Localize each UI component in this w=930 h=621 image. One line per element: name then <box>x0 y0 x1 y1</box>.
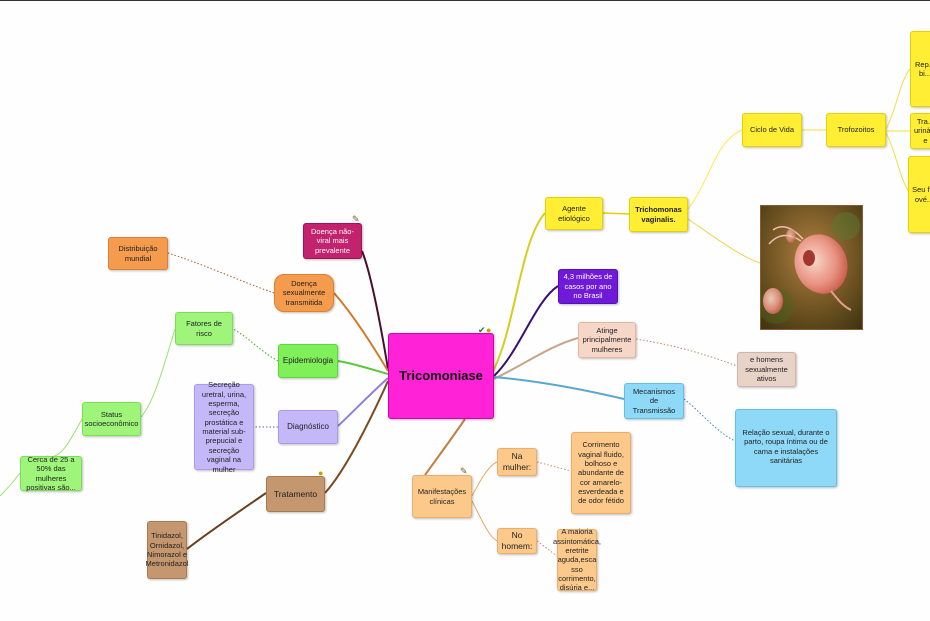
edge-trofo-seu <box>885 132 911 194</box>
edge-mecanismos-relacao <box>683 398 736 442</box>
node-distribuicao-mundial[interactable]: Distribuição mundial <box>108 237 168 270</box>
node-na-mulher[interactable]: Na mulher: <box>497 448 537 476</box>
node-tratamento[interactable]: Tratamento <box>266 476 325 512</box>
node-trofozoitos[interactable]: Trofozoitos <box>826 113 886 147</box>
node-no-homem[interactable]: No homem: <box>497 528 537 554</box>
node-atinge-mulheres[interactable]: Atinge principalmente mulheres <box>578 322 636 358</box>
edge-trichomonas-ciclo <box>687 129 743 210</box>
node-assintomatica-label: A maioria assintomática, eretrite aguda,… <box>553 527 601 593</box>
edge-fatores-status <box>140 328 176 418</box>
edge-sexual-distribuicao <box>167 252 275 294</box>
node-status-label: Status socioeconômico <box>84 409 139 428</box>
node-distribuicao-label: Distribuição mundial <box>118 244 158 263</box>
edge-agente-trichomonas <box>602 212 630 215</box>
edge-trofo-rep <box>885 68 911 130</box>
node-casos-label: 4,3 milhões de casos por ano no Brasil <box>563 272 613 301</box>
edge-manif-mulher <box>471 461 498 497</box>
central-topic[interactable]: Tricomoniase <box>388 333 494 419</box>
node-agente-etiologico-label: Agente etiológico <box>558 204 590 223</box>
node-homens-ativos[interactable]: e homens sexualmente ativos <box>737 352 796 387</box>
node-medicamentos-label: Tinidazol, Ornidazol, Nimorazol e Metron… <box>145 531 189 569</box>
edge-central-naoviral <box>361 250 389 370</box>
edge-trichomonas-image <box>687 218 761 264</box>
node-relacao-sexual[interactable]: Relação sexual, durante o parto, roupa í… <box>735 409 837 487</box>
node-cerca-mulheres[interactable]: Cerca de 25 a 50% das mulheres positivas… <box>20 454 82 492</box>
node-ciclo-label: Ciclo de Vida <box>749 125 795 135</box>
pencil-icon: ✎ <box>352 214 360 224</box>
node-seu-label: Seu f... ové... <box>912 185 930 204</box>
edge-central-casos <box>493 285 559 377</box>
edge-central-diag <box>337 377 389 427</box>
node-status-socioeconomico[interactable]: Status socioeconômico <box>82 402 141 436</box>
node-cerca-label: Cerca de 25 a 50% das mulheres positivas… <box>26 454 76 492</box>
node-diagnostico[interactable]: Diagnóstico <box>278 410 338 444</box>
trichomonas-microscopy-image <box>760 205 863 330</box>
edge-epi-fatores <box>232 328 279 362</box>
node-doenca-nao-viral[interactable]: Doença não-viral mais prevalente <box>303 223 362 259</box>
node-tra[interactable]: Tra... urinà... e <box>910 113 930 149</box>
edge-central-atinge <box>493 337 579 380</box>
lightbulb-icon: ● <box>486 325 492 335</box>
node-agente-etiologico[interactable]: Agente etiológico <box>545 197 603 230</box>
node-doenca-nao-viral-label: Doença não-viral mais prevalente <box>311 226 354 255</box>
node-fatores-label: Fatores de risco <box>186 319 222 338</box>
node-homens-label: e homens sexualmente ativos <box>745 355 788 384</box>
node-na-mulher-label: Na mulher: <box>502 451 532 472</box>
node-trofozoitos-label: Trofozoitos <box>837 125 875 135</box>
node-rep[interactable]: Rep... bi... <box>910 31 930 107</box>
edge-central-trat <box>324 380 389 494</box>
node-mecanismos-label: Mecanismos de Transmissão <box>632 386 676 415</box>
node-secrecao[interactable]: Secreção uretral, urina, esperma, secreç… <box>194 380 254 474</box>
node-fatores-risco[interactable]: Fatores de risco <box>175 312 233 345</box>
edge-atinge-homens <box>635 338 738 367</box>
node-manifestacoes-clinicas[interactable]: Manifestações clínicas <box>412 475 472 518</box>
node-secrecao-label: Secreção uretral, urina, esperma, secreç… <box>201 380 247 474</box>
edge-mulher-corrimento <box>536 461 572 472</box>
node-corrimento[interactable]: Corrimento vaginal fluido, bolhoso e abu… <box>571 432 631 514</box>
edge-central-epi <box>337 360 389 375</box>
node-seu[interactable]: Seu f... ové... <box>908 156 930 233</box>
node-mecanismos-transmissao[interactable]: Mecanismos de Transmissão <box>624 383 684 419</box>
node-rep-label: Rep... bi... <box>914 59 930 78</box>
check-icon: ✔ <box>478 325 486 335</box>
node-tra-label: Tra... urinà... e <box>914 116 930 145</box>
node-doenca-sexual-label: Doença sexualmente transmitida <box>282 278 326 307</box>
node-trichomonas-vaginalis[interactable]: Trichomonas vaginalis. <box>629 197 688 232</box>
node-relacao-label: Relação sexual, durante o parto, roupa í… <box>742 428 830 466</box>
lightbulb-icon: ● <box>318 468 324 478</box>
node-corrimento-label: Corrimento vaginal fluido, bolhoso e abu… <box>578 440 624 506</box>
node-manifestacoes-label: Manifestações clínicas <box>417 487 467 506</box>
node-doenca-sexual[interactable]: Doença sexualmente transmitida <box>274 274 334 312</box>
edge-trat-tinidazol <box>186 492 267 550</box>
node-ciclo-de-vida[interactable]: Ciclo de Vida <box>742 113 802 147</box>
node-epidemiologia[interactable]: Epidemiologia <box>278 344 338 378</box>
edge-central-manif <box>424 418 466 476</box>
node-medicamentos[interactable]: Tinidazol, Ornidazol, Nimorazol e Metron… <box>145 521 189 579</box>
node-trichomonas-label: Trichomonas vaginalis. <box>635 205 682 224</box>
node-casos-brasil[interactable]: 4,3 milhões de casos por ano no Brasil <box>558 269 618 304</box>
edge-homem-assint <box>536 540 558 557</box>
edge-central-sexual <box>333 292 389 372</box>
node-assintomatica[interactable]: A maioria assintomática, eretrite aguda,… <box>553 527 601 592</box>
edge-manif-homem <box>471 500 498 542</box>
edge-central-mecanismos <box>493 376 625 400</box>
node-epidemiologia-label: Epidemiologia <box>282 356 334 365</box>
pencil-icon: ✎ <box>460 466 468 476</box>
node-tratamento-label: Tratamento <box>273 488 318 499</box>
edge-status-cerca <box>46 418 83 458</box>
node-diagnostico-label: Diagnóstico <box>287 422 329 431</box>
edge-cerca-left <box>0 472 21 497</box>
central-topic-label: Tricomoniase <box>399 367 483 383</box>
node-atinge-label: Atinge principalmente mulheres <box>582 325 632 354</box>
edge-central-agente <box>491 212 546 374</box>
node-no-homem-label: No homem: <box>501 530 533 551</box>
